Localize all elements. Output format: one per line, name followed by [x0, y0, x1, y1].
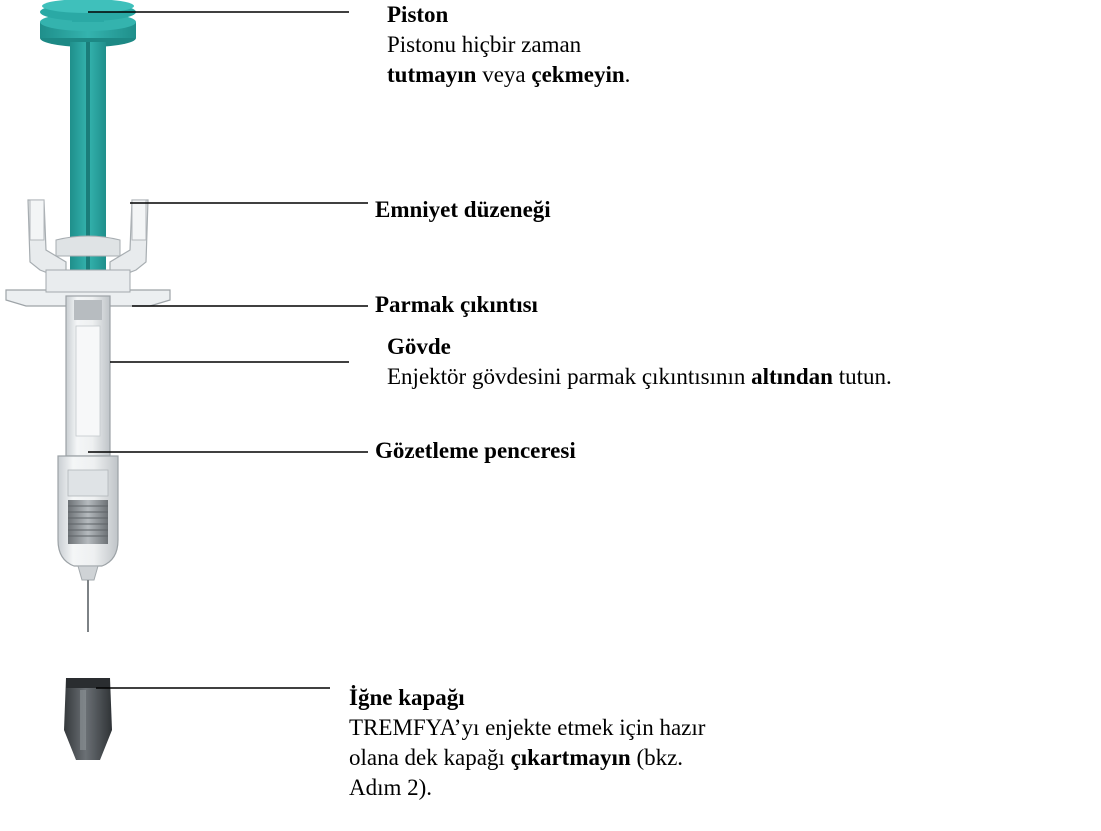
piston-mid: veya — [476, 62, 532, 87]
needle-cap-line2-pre: olana dek kapağı — [349, 745, 511, 770]
piston-label: Piston Pistonu hiçbir zaman tutmayın vey… — [387, 0, 630, 90]
safety-guard-title: Emniyet düzeneği — [375, 197, 551, 222]
needle-cap-line2: olana dek kapağı çıkartmayın (bkz. — [349, 743, 705, 773]
needle-cap-label: İğne kapağı TREMFYA’yı enjekte etmek içi… — [349, 683, 705, 803]
leader-lines — [88, 11, 368, 689]
body-label: Gövde Enjektör gövdesini parmak çıkıntıs… — [387, 332, 892, 392]
piston-text-line2: tutmayın veya çekmeyin. — [387, 60, 630, 90]
needle-cap-line3: Adım 2). — [349, 775, 433, 800]
piston-title: Piston — [387, 2, 449, 27]
syringe-barrel — [65, 295, 111, 457]
piston-text-line1: Pistonu hiçbir zaman — [387, 32, 582, 57]
needle-cap-line2-post: (bkz. — [630, 745, 684, 770]
plunger-head — [40, 0, 136, 47]
piston-bold-hold: tutmayın — [387, 62, 477, 87]
needle-cap-title: İğne kapağı — [349, 685, 465, 710]
body-text-pre: Enjektör gövdesini parmak çıkıntısının — [387, 364, 752, 389]
piston-end: . — [624, 62, 631, 87]
finger-flange-title: Parmak çıkıntısı — [375, 292, 538, 317]
safety-guard-label: Emniyet düzeneği — [375, 195, 551, 225]
body-title: Gövde — [387, 334, 451, 359]
viewing-window — [57, 455, 119, 581]
needle-cap — [64, 678, 112, 760]
body-text-bold: altından — [751, 364, 833, 389]
viewing-window-title: Gözetleme penceresi — [375, 438, 576, 463]
piston-bold-pull: çekmeyin — [531, 62, 625, 87]
body-text-post: tutun. — [832, 364, 892, 389]
needle-cap-line1: TREMFYA’yı enjekte etmek için hazır — [349, 715, 706, 740]
body-text: Enjektör gövdesini parmak çıkıntısının a… — [387, 362, 892, 392]
needle-cap-line2-bold: çıkartmayın — [510, 745, 631, 770]
viewing-window-label: Gözetleme penceresi — [375, 436, 576, 466]
finger-flange-label: Parmak çıkıntısı — [375, 290, 538, 320]
